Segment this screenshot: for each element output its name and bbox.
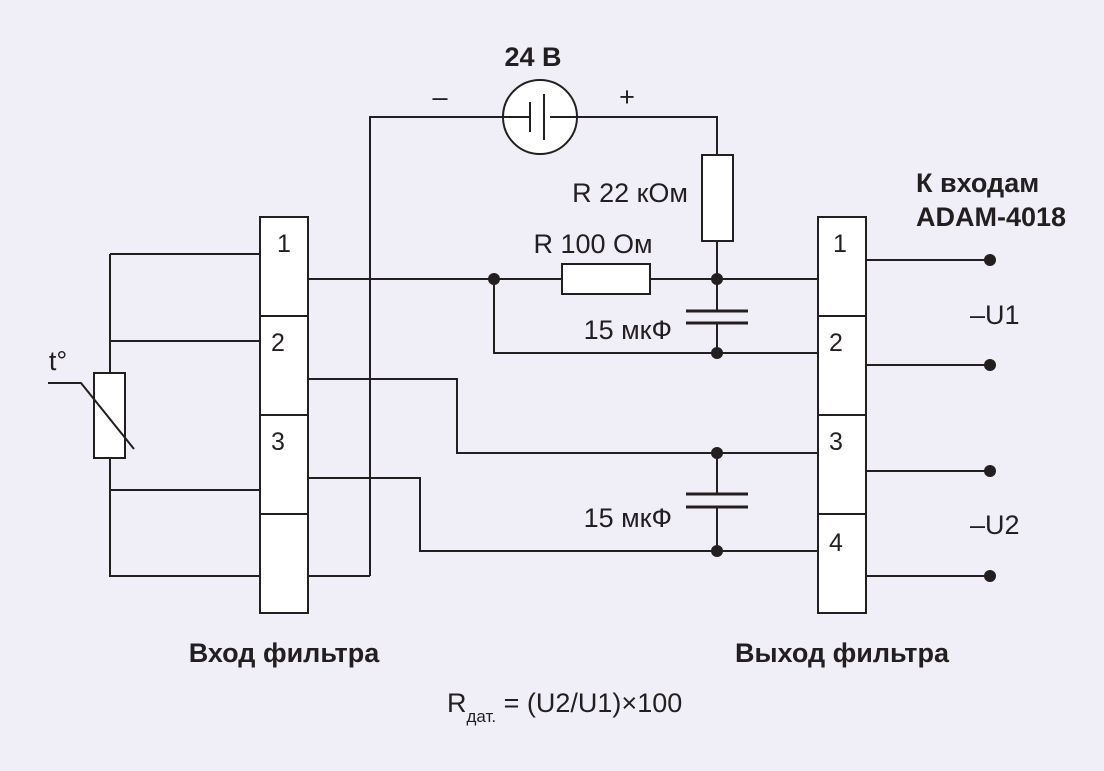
- output-terminals: [984, 254, 996, 582]
- capacitor-2-label: 15 мкФ: [584, 503, 672, 533]
- formula-r: R: [447, 688, 467, 718]
- capacitor-1-label: 15 мкФ: [584, 315, 672, 345]
- adam-label-line1: К входам: [916, 168, 1039, 198]
- wire-in3-to-out4: [308, 477, 818, 552]
- input-terminal-block: [259, 216, 309, 614]
- wire-bypass-to-out2: [493, 279, 818, 354]
- wire-sensor-bottom: [109, 458, 260, 577]
- output-pin-4-label: 4: [829, 529, 843, 557]
- input-block-label: Вход фильтра: [189, 638, 381, 668]
- output-u1-label: –U1: [970, 300, 1020, 330]
- junction-dots: [488, 273, 723, 557]
- output-terminal-block: [817, 216, 867, 614]
- battery-voltage-label: 24 В: [504, 42, 561, 72]
- thermistor-indicator: [48, 382, 135, 450]
- wire-battery-positive: [577, 116, 718, 155]
- output-pin-3-label: 3: [829, 428, 843, 456]
- formula-subscript: дат.: [467, 707, 497, 726]
- output-pin-2-label: 2: [829, 329, 843, 357]
- input-pin-2-label: 2: [271, 329, 285, 357]
- adam-label-line2: ADAM-4018: [916, 202, 1066, 232]
- battery-plus-label: +: [619, 82, 635, 112]
- capacitor-1: [686, 309, 748, 325]
- battery-minus-label: –: [432, 82, 447, 112]
- output-pin-1-label: 1: [833, 230, 847, 258]
- output-u2-label: –U2: [970, 510, 1020, 540]
- input-pin-3-label: 3: [271, 428, 285, 456]
- input-pin-1-label: 1: [277, 230, 291, 258]
- formula: Rдат. = (U2/U1)×100: [447, 688, 682, 726]
- wire-in2-to-out3: [308, 378, 818, 454]
- output-block-label: Выход фильтра: [735, 638, 950, 668]
- formula-expression: = (U2/U1)×100: [496, 688, 682, 718]
- thermistor: [93, 372, 126, 459]
- battery-24v: [502, 79, 578, 155]
- wire-battery-negative: [369, 116, 503, 576]
- capacitor-2: [686, 492, 748, 509]
- resistor-22k-label: R 22 кОм: [572, 178, 688, 208]
- resistor-22k: [701, 154, 734, 242]
- resistor-100-label: R 100 Ом: [533, 229, 652, 259]
- thermistor-label: t°: [49, 346, 67, 376]
- resistor-100: [561, 263, 651, 295]
